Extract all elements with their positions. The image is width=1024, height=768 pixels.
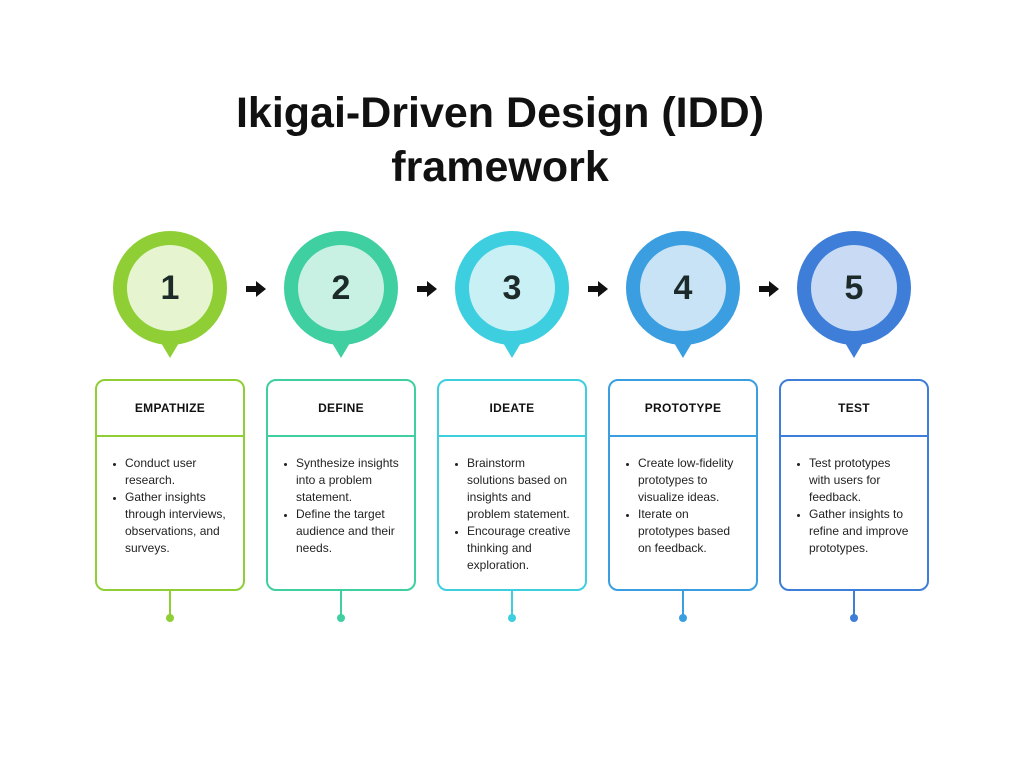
step-bullet-list: Brainstorm solutions based on insights a… <box>463 455 571 574</box>
step-marker-pointer <box>499 336 525 358</box>
step-card-body: Synthesize insights into a problem state… <box>268 437 414 557</box>
step-card-title: TEST <box>781 381 927 437</box>
step-card-title: PROTOTYPE <box>610 381 756 437</box>
step-connector-line <box>682 591 684 615</box>
step-bullet: Test prototypes with users for feedback. <box>809 455 913 506</box>
step-connector-line <box>340 591 342 615</box>
step-card-title: IDEATE <box>439 381 585 437</box>
step-bullet-list: Synthesize insights into a problem state… <box>292 455 400 557</box>
step-bullet: Gather insights through interviews, obse… <box>125 489 229 557</box>
step-bullet: Encourage creative thinking and explorat… <box>467 523 571 574</box>
step-card-title: DEFINE <box>268 381 414 437</box>
step-marker-pointer <box>841 336 867 358</box>
step-bullet: Define the target audience and their nee… <box>296 506 400 557</box>
step-connector-dot <box>508 614 516 622</box>
step-bullet-list: Conduct user research.Gather insights th… <box>121 455 229 557</box>
step-marker-pointer <box>328 336 354 358</box>
step-bullet: Synthesize insights into a problem state… <box>296 455 400 506</box>
step-connector-dot <box>166 614 174 622</box>
step-number: 2 <box>298 245 384 331</box>
step-bullet: Gather insights to refine and improve pr… <box>809 506 913 557</box>
step-bullet: Create low-fidelity prototypes to visual… <box>638 455 742 506</box>
step-bullet-list: Test prototypes with users for feedback.… <box>805 455 913 557</box>
step-card: PROTOTYPE Create low-fidelity prototypes … <box>608 379 758 591</box>
step-connector-line <box>511 591 513 615</box>
diagram-title: Ikigai-Driven Design (IDD) framework <box>150 86 850 194</box>
arrow-right-icon <box>759 281 779 297</box>
step-number: 5 <box>811 245 897 331</box>
arrow-right-icon <box>246 281 266 297</box>
step-bullet: Conduct user research. <box>125 455 229 489</box>
step-number: 1 <box>127 245 213 331</box>
step-connector-line <box>853 591 855 615</box>
step-connector-dot <box>337 614 345 622</box>
step-card-title: EMPATHIZE <box>97 381 243 437</box>
step-marker-pointer <box>157 336 183 358</box>
step-number: 4 <box>640 245 726 331</box>
step-card: IDEATE Brainstorm solutions based on insi… <box>437 379 587 591</box>
step-bullet-list: Create low-fidelity prototypes to visual… <box>634 455 742 557</box>
step-connector-dot <box>679 614 687 622</box>
step-connector-line <box>169 591 171 615</box>
step-bullet: Brainstorm solutions based on insights a… <box>467 455 571 523</box>
arrow-right-icon <box>417 281 437 297</box>
step-card-body: Test prototypes with users for feedback.… <box>781 437 927 557</box>
step-connector-dot <box>850 614 858 622</box>
step-card-body: Brainstorm solutions based on insights a… <box>439 437 585 574</box>
step-card: EMPATHIZE Conduct user research.Gather in… <box>95 379 245 591</box>
step-marker-pointer <box>670 336 696 358</box>
step-card-body: Conduct user research.Gather insights th… <box>97 437 243 557</box>
step-card: TEST Test prototypes with users for feedb… <box>779 379 929 591</box>
title-line-1: Ikigai-Driven Design (IDD) <box>235 89 765 137</box>
step-number: 3 <box>469 245 555 331</box>
step-card-body: Create low-fidelity prototypes to visual… <box>610 437 756 557</box>
arrow-right-icon <box>588 281 608 297</box>
step-card: DEFINE Synthesize insights into a problem… <box>266 379 416 591</box>
title-line-2: framework <box>391 143 609 191</box>
step-bullet: Iterate on prototypes based on feedback. <box>638 506 742 557</box>
